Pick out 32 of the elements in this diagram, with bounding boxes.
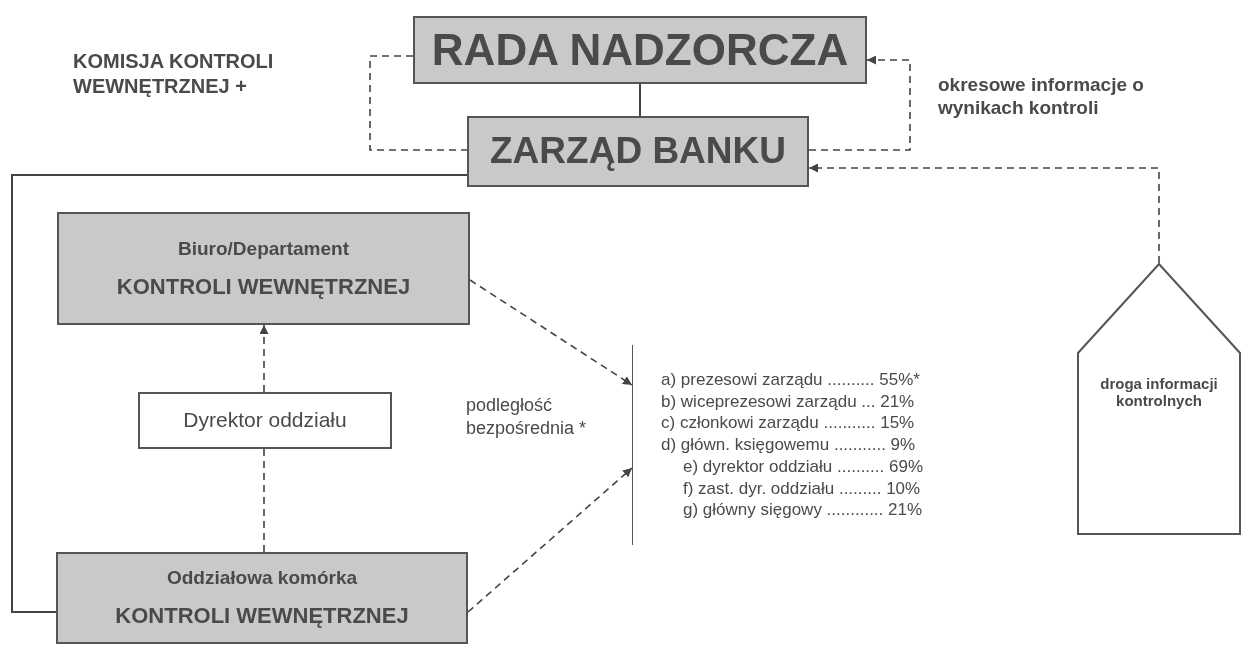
list-item: a) prezesowi zarządu .......... 55%*: [661, 368, 920, 391]
node-label: droga informacji kontrolnych: [1099, 375, 1219, 410]
connector-line: [263, 448, 265, 553]
connector-line: [11, 174, 468, 613]
list-item: b) wiceprezesowi zarządu ... 21%: [661, 390, 915, 413]
arrow: [259, 324, 269, 393]
connector-line: [639, 83, 641, 117]
note-label: podległość bezpośrednia *: [466, 394, 588, 439]
committee-label: KOMISJA KONTROLI WEWNĘTRZNEJ +: [73, 49, 275, 99]
connector-line: [369, 55, 468, 151]
list-item: g) główny sięgowy ............ 21%: [682, 499, 923, 522]
unit-box: [56, 552, 468, 644]
unit-box: [413, 16, 867, 84]
list-item: d) główn. księgowemu ........... 9%: [661, 434, 916, 456]
unit-box: [57, 212, 470, 325]
list-item: e) dyrektor oddziału .......... 69%: [682, 455, 923, 478]
list-item: c) członkowi zarządu ........... 15%: [661, 412, 915, 435]
node-label: Biuro/Departament: [178, 237, 349, 260]
node-label: Oddziałowa komórka: [166, 567, 357, 590]
node-label: KONTROLI WEWNĘTRZNEJ: [116, 273, 411, 300]
arrow: [467, 467, 633, 613]
list-item: f) zast. dyr. oddziału ......... 10%: [682, 477, 921, 500]
node-label: Dyrektor oddziału: [183, 408, 347, 433]
node-label: ZARZĄD BANKU: [490, 130, 786, 173]
house-shape: [1077, 263, 1241, 535]
unit-box: [467, 116, 809, 187]
arrow: [808, 55, 911, 151]
person-box: [138, 392, 392, 449]
node-label: RADA NADZORCZA: [431, 24, 849, 76]
arrow: [469, 279, 633, 386]
node-label: KONTROLI WEWNĘTRZNEJ: [115, 603, 409, 629]
arrow: [808, 163, 1160, 264]
